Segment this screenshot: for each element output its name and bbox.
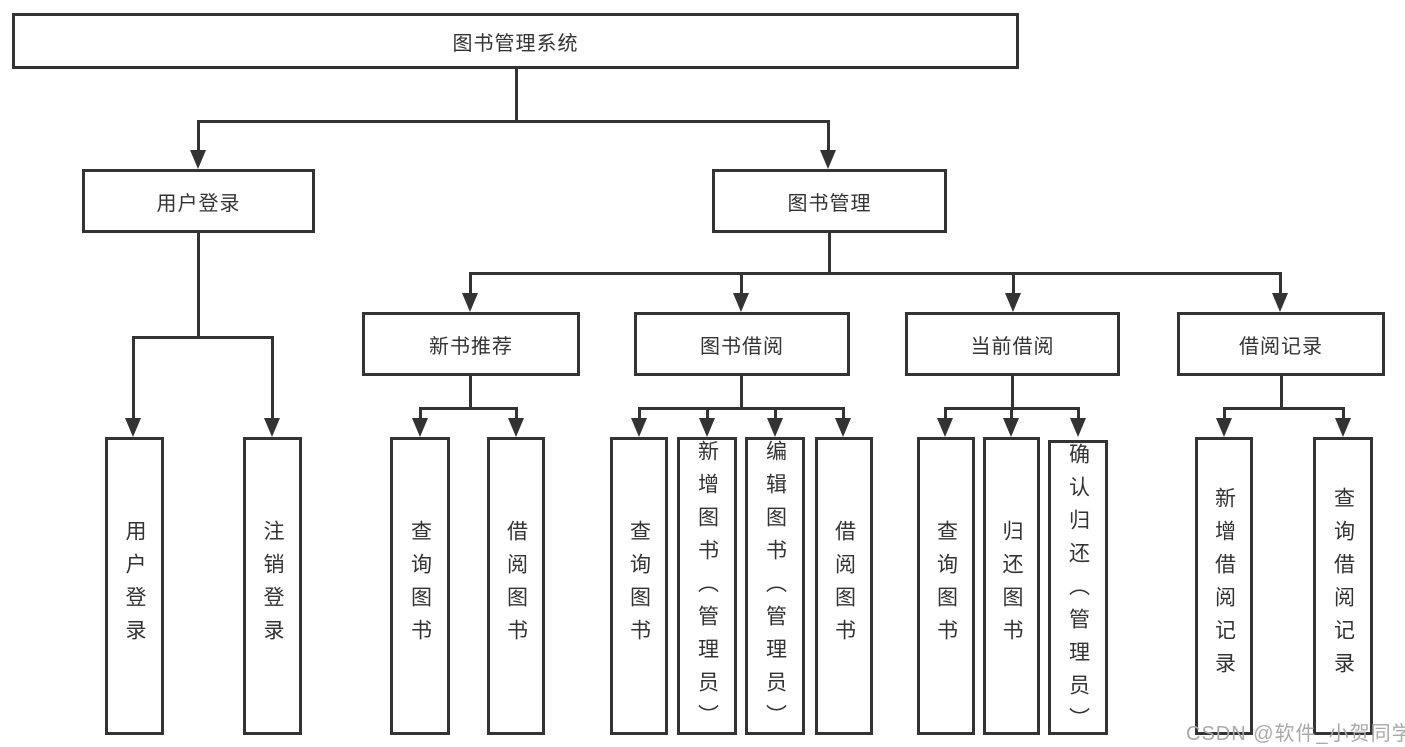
- connector-to-leaf-login: [132, 336, 135, 420]
- leaf-logout: 注销登录: [243, 437, 302, 735]
- arrow-to-new-book: [462, 293, 478, 312]
- connector-to-current-borrow: [1012, 272, 1015, 296]
- connector-to-user-login: [197, 120, 200, 152]
- leaf-label: 查询图书: [934, 520, 958, 652]
- arrow-to-book-borrow: [733, 293, 749, 312]
- leaf-label: 注销登录: [261, 520, 284, 652]
- connector-bookborrow-drop: [740, 376, 743, 410]
- leaf-label: 新增借阅记录: [1212, 487, 1236, 685]
- leaf-borrow-books-2: 借阅图书: [815, 437, 873, 735]
- connector-bookborrow-leaf4: [842, 407, 845, 420]
- connector-bookmgmt-bus: [469, 272, 1282, 275]
- node-label: 新书推荐: [429, 335, 513, 358]
- connector-to-borrow-record: [1279, 272, 1282, 296]
- arrow-currentborrow-leaf1: [937, 418, 953, 437]
- csdn-watermark: CSDN @软件_小贺同学: [1186, 723, 1405, 745]
- arrow-to-leaf-logout: [264, 418, 280, 437]
- leaf-borrow-books-1: 借阅图书: [487, 437, 545, 735]
- arrow-bookborrow-leaf1: [631, 418, 647, 437]
- arrow-newbook-leaf1: [412, 418, 428, 437]
- connector-bookborrow-bus: [638, 407, 845, 410]
- node-library-management-system: 图书管理系统: [12, 13, 1019, 69]
- connector-borrowrecord-leaf2: [1342, 407, 1345, 420]
- arrow-currentborrow-leaf2: [1003, 418, 1019, 437]
- leaf-label: 借阅图书: [504, 520, 528, 652]
- leaf-query-books-1: 查询图书: [390, 437, 450, 735]
- leaf-label: 编辑图书（管理员）: [763, 440, 787, 737]
- connector-root-bus: [197, 120, 830, 123]
- connector-newbook-drop: [469, 376, 472, 410]
- node-current-borrowing: 当前借阅: [905, 312, 1120, 376]
- connector-newbook-bus: [419, 407, 518, 410]
- leaf-return-books: 归还图书: [983, 437, 1040, 735]
- connector-currentborrow-leaf3: [1077, 407, 1080, 420]
- connector-borrowrecord-drop: [1280, 376, 1283, 410]
- leaf-query-borrow-record: 查询借阅记录: [1313, 437, 1373, 735]
- connector-to-book-management: [827, 120, 830, 152]
- connector-currentborrow-leaf1: [944, 407, 947, 420]
- arrow-to-leaf-login: [125, 418, 141, 437]
- connector-currentborrow-leaf2: [1010, 407, 1013, 420]
- connector-userlogin-drop: [197, 233, 200, 339]
- connector-bookmgmt-drop: [828, 233, 831, 275]
- connector-borrowrecord-leaf1: [1223, 407, 1226, 420]
- connector-currentborrow-drop: [1011, 376, 1014, 410]
- leaf-label: 借阅图书: [832, 520, 856, 652]
- connector-to-leaf-logout: [271, 336, 274, 420]
- arrow-to-book-management: [820, 150, 836, 169]
- node-borrowing-records: 借阅记录: [1177, 312, 1385, 376]
- connector-borrowrecord-bus: [1223, 407, 1345, 410]
- arrow-to-current-borrow: [1005, 293, 1021, 312]
- node-new-book-recommendation: 新书推荐: [362, 312, 580, 376]
- node-label: 用户登录: [156, 192, 241, 215]
- connector-root-drop: [515, 69, 518, 121]
- leaf-user-login: 用户登录: [105, 437, 164, 735]
- leaf-edit-books-admin: 编辑图书（管理员）: [745, 437, 805, 737]
- arrow-to-borrow-record: [1272, 293, 1288, 312]
- node-user-login: 用户登录: [82, 169, 315, 233]
- connector-bookborrow-leaf2: [706, 407, 709, 420]
- node-book-borrowing: 图书借阅: [634, 312, 850, 376]
- leaf-label: 查询图书: [627, 520, 651, 652]
- leaf-query-books-3: 查询图书: [917, 437, 975, 735]
- arrow-newbook-leaf2: [508, 418, 524, 437]
- arrow-bookborrow-leaf2: [699, 418, 715, 437]
- leaf-add-books-admin: 新增图书（管理员）: [677, 437, 737, 737]
- leaf-label: 用户登录: [123, 520, 146, 652]
- connector-newbook-leaf2: [515, 407, 518, 420]
- arrow-bookborrow-leaf3: [767, 418, 783, 437]
- node-label: 图书管理: [787, 192, 872, 215]
- connector-userlogin-bus: [132, 336, 274, 339]
- arrow-bookborrow-leaf4: [835, 418, 851, 437]
- connector-to-book-borrow: [740, 272, 743, 296]
- leaf-label: 查询借阅记录: [1331, 487, 1355, 685]
- arrow-to-user-login: [190, 150, 206, 169]
- leaf-add-borrow-record: 新增借阅记录: [1195, 437, 1253, 735]
- connector-newbook-leaf1: [419, 407, 422, 420]
- leaf-label: 归还图书: [1000, 520, 1023, 652]
- arrow-currentborrow-leaf3: [1070, 418, 1086, 437]
- leaf-confirm-return-admin: 确认归还（管理员）: [1048, 440, 1108, 740]
- connector-bookborrow-leaf3: [774, 407, 777, 420]
- leaf-query-books-2: 查询图书: [610, 437, 668, 735]
- node-label: 借阅记录: [1239, 335, 1323, 358]
- leaf-label: 确认归还（管理员）: [1066, 443, 1090, 740]
- node-label: 图书管理系统: [452, 32, 579, 55]
- arrow-borrowrecord-leaf1: [1216, 418, 1232, 437]
- connector-bookborrow-leaf1: [638, 407, 641, 420]
- node-label: 当前借阅: [970, 335, 1055, 358]
- leaf-label: 查询图书: [408, 520, 432, 652]
- node-book-management: 图书管理: [712, 169, 947, 233]
- node-label: 图书借阅: [700, 335, 784, 358]
- leaf-label: 新增图书（管理员）: [695, 440, 719, 737]
- connector-to-new-book: [469, 272, 472, 296]
- arrow-borrowrecord-leaf2: [1335, 418, 1351, 437]
